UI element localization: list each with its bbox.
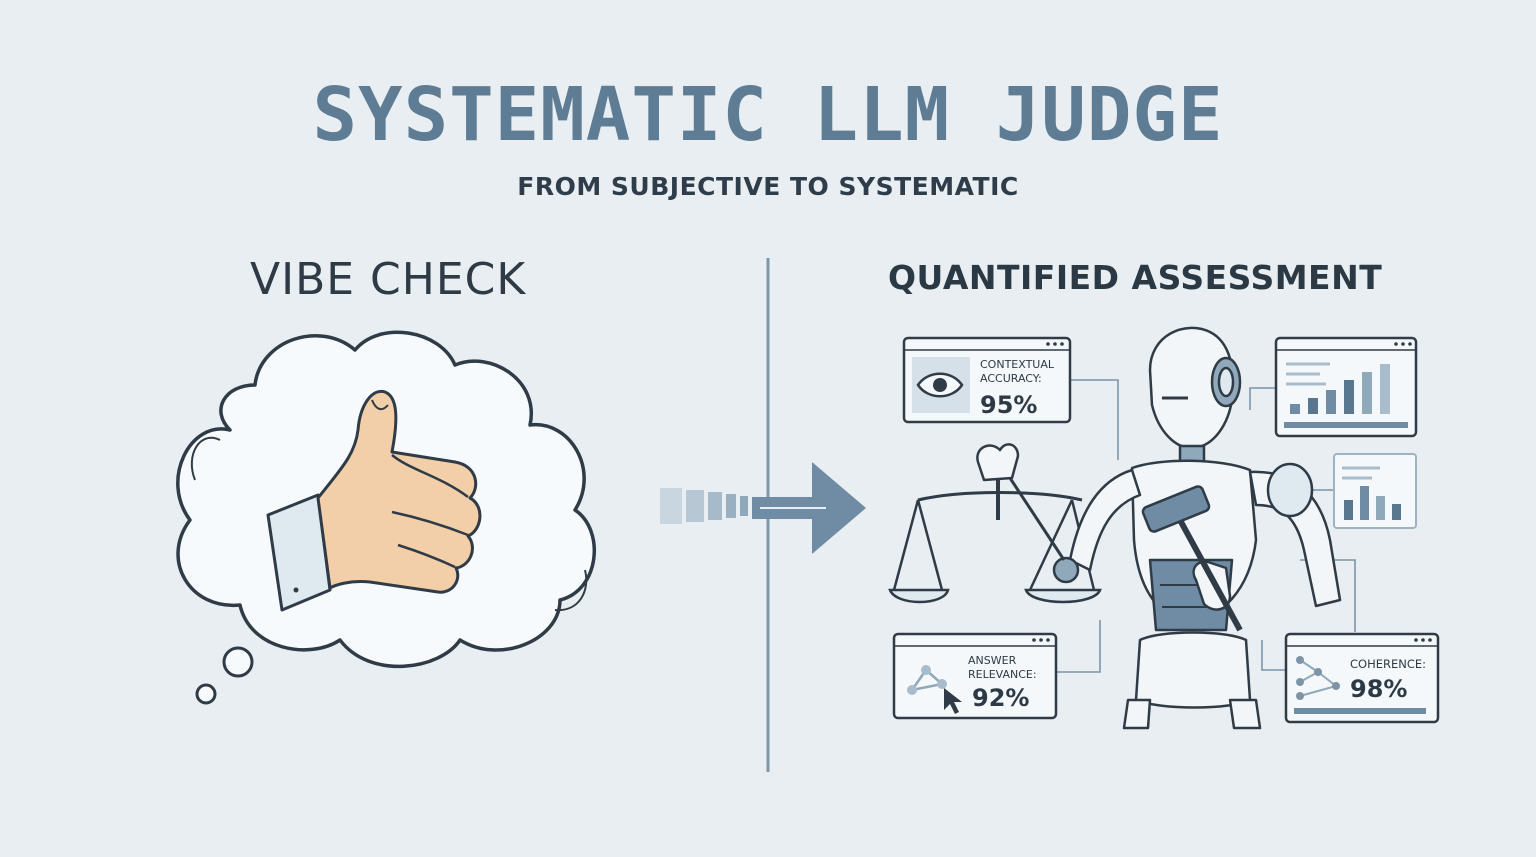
flow-graph-icon: [1296, 656, 1340, 700]
vibe-check-heading: VIBE CHECK: [250, 254, 527, 305]
bar-chart-card-top: [1274, 336, 1418, 438]
bar-chart-card-middle: [1333, 453, 1417, 529]
relevance-value: 92%: [972, 684, 1029, 712]
page-title: SYSTEMATIC LLM JUDGE: [312, 72, 1224, 158]
contextual-label-1: CONTEXTUAL: [980, 358, 1055, 371]
contextual-accuracy-card: CONTEXTUAL ACCURACY: 95%: [902, 336, 1072, 424]
thumbs-up-icon: [266, 389, 482, 612]
contextual-label-2: ACCURACY:: [980, 372, 1042, 385]
relevance-label-2: RELEVANCE:: [968, 668, 1037, 681]
coherence-label: COHERENCE:: [1350, 657, 1426, 671]
thought-bubble-large: [222, 646, 254, 678]
cursor-icon: [944, 688, 962, 714]
scales-of-justice-icon: [888, 470, 1102, 604]
robot-judge-icon: [976, 326, 1342, 730]
network-icon: [907, 665, 947, 695]
transition-arrow: [660, 462, 866, 554]
quantified-assessment-heading: QUANTIFIED ASSESSMENT: [888, 258, 1383, 297]
eye-icon: [916, 372, 964, 398]
answer-relevance-card: ANSWER RELEVANCE: 92%: [892, 632, 1058, 720]
contextual-value: 95%: [980, 391, 1037, 419]
coherence-value: 98%: [1350, 675, 1407, 703]
thought-bubble-small: [195, 683, 217, 705]
page-subtitle: FROM SUBJECTIVE TO SYSTEMATIC: [517, 172, 1019, 201]
coherence-card: COHERENCE: 98%: [1284, 632, 1440, 724]
relevance-label-1: ANSWER: [968, 654, 1017, 667]
